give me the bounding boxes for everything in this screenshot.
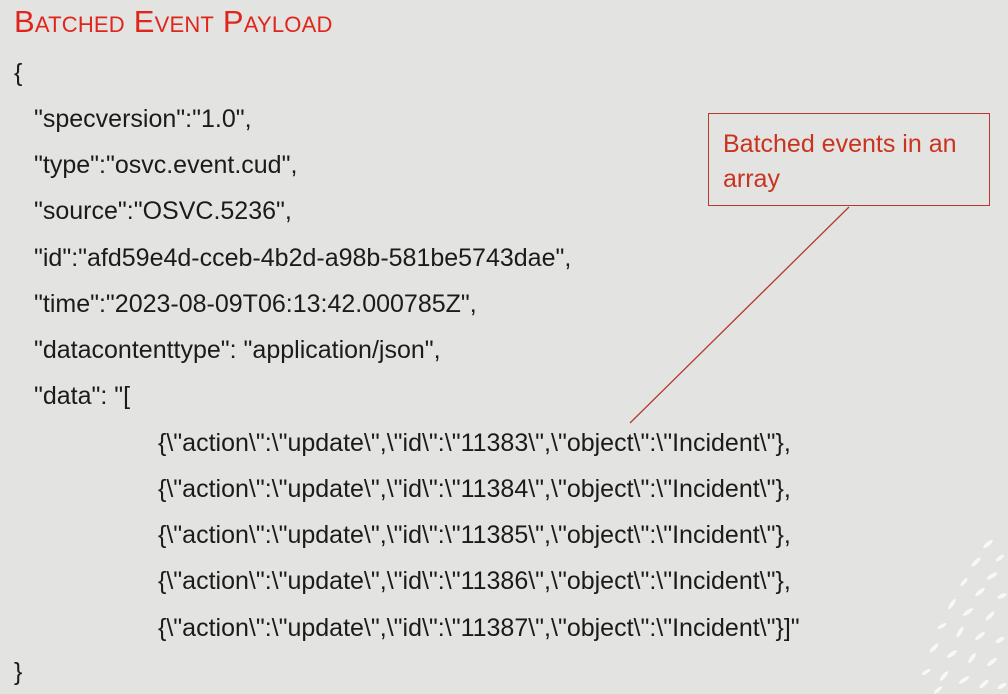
decorative-pattern-graphic: [921, 539, 1007, 694]
callout-text: Batched events in an array: [723, 130, 957, 193]
slide-title: Batched Event Payload: [14, 4, 333, 39]
callout-box: Batched events in an array: [708, 113, 990, 206]
code-line: "type":"osvc.event.cud",: [34, 151, 298, 179]
code-line: {: [14, 59, 23, 87]
code-line: "specversion":"1.0",: [34, 105, 252, 133]
code-line: }: [14, 658, 23, 686]
code-line: {\"action\":\"update\",\"id\":\"11386\",…: [158, 567, 791, 595]
code-line: "time":"2023-08-09T06:13:42.000785Z",: [34, 290, 477, 318]
code-line: {\"action\":\"update\",\"id\":\"11387\",…: [158, 614, 800, 642]
code-line: "source":"OSVC.5236",: [34, 197, 292, 225]
code-line: {\"action\":\"update\",\"id\":\"11384\",…: [158, 475, 791, 503]
code-line: {\"action\":\"update\",\"id\":\"11383\",…: [158, 429, 791, 457]
code-line: "id":"afd59e4d-cceb-4b2d-a98b-581be5743d…: [34, 244, 572, 272]
code-line: "datacontenttype": "application/json",: [34, 336, 441, 364]
code-line: "data": "[: [34, 382, 131, 410]
code-line: {\"action\":\"update\",\"id\":\"11385\",…: [158, 521, 791, 549]
